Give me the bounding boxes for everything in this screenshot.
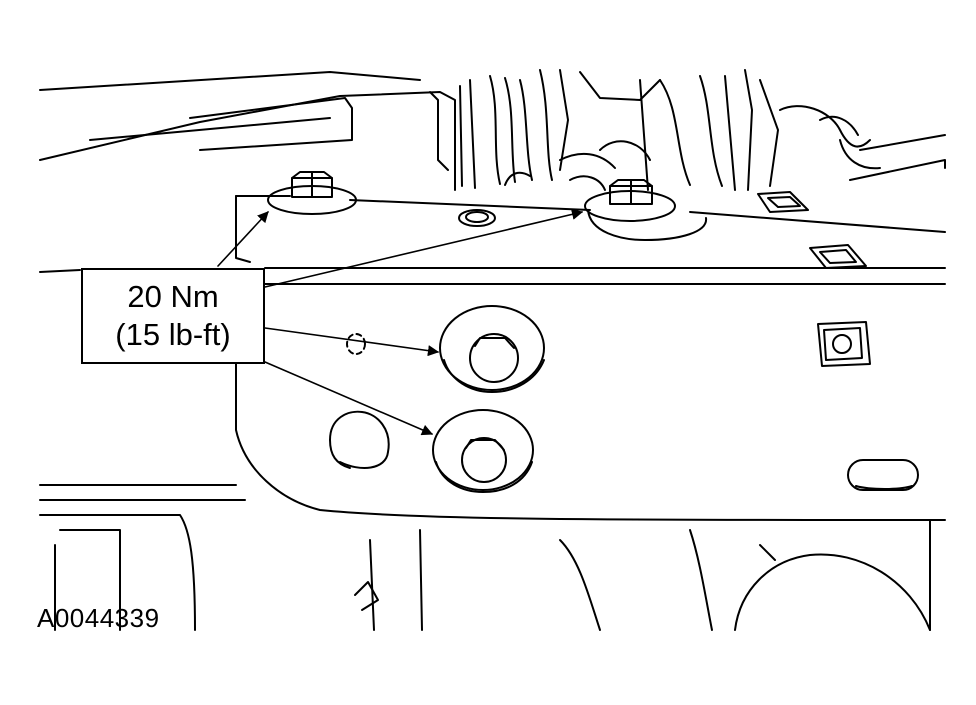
background-engine-parts (39, 69, 946, 191)
arrow-to-bolt-top-right (264, 208, 584, 288)
bolt-top-right (584, 179, 708, 241)
torque-leader-arrows (217, 208, 584, 436)
slot-hole (847, 459, 919, 491)
figure-id: A0044339 (37, 603, 160, 633)
arrow-to-bolt-front-lower (264, 361, 434, 436)
clip-nut-upper (757, 191, 809, 213)
clip-nut-lower (817, 321, 871, 367)
plug-hole (329, 410, 390, 469)
torque-spec-callout: 20 Nm (15 lb-ft) (81, 268, 265, 364)
bracket-plate (39, 195, 946, 631)
bolt-front-middle (439, 305, 545, 393)
bolt-top-left (267, 171, 357, 215)
front-small-hole (346, 333, 366, 355)
torque-metric: 20 Nm (127, 279, 219, 314)
arrow-to-bolt-top-left (217, 211, 269, 267)
arrow-to-bolt-front-middle (264, 327, 440, 357)
torque-imperial: (15 lb-ft) (115, 317, 231, 352)
top-hole (458, 209, 496, 227)
bolt-front-lower (432, 409, 534, 493)
clip-nut-middle (809, 244, 867, 269)
